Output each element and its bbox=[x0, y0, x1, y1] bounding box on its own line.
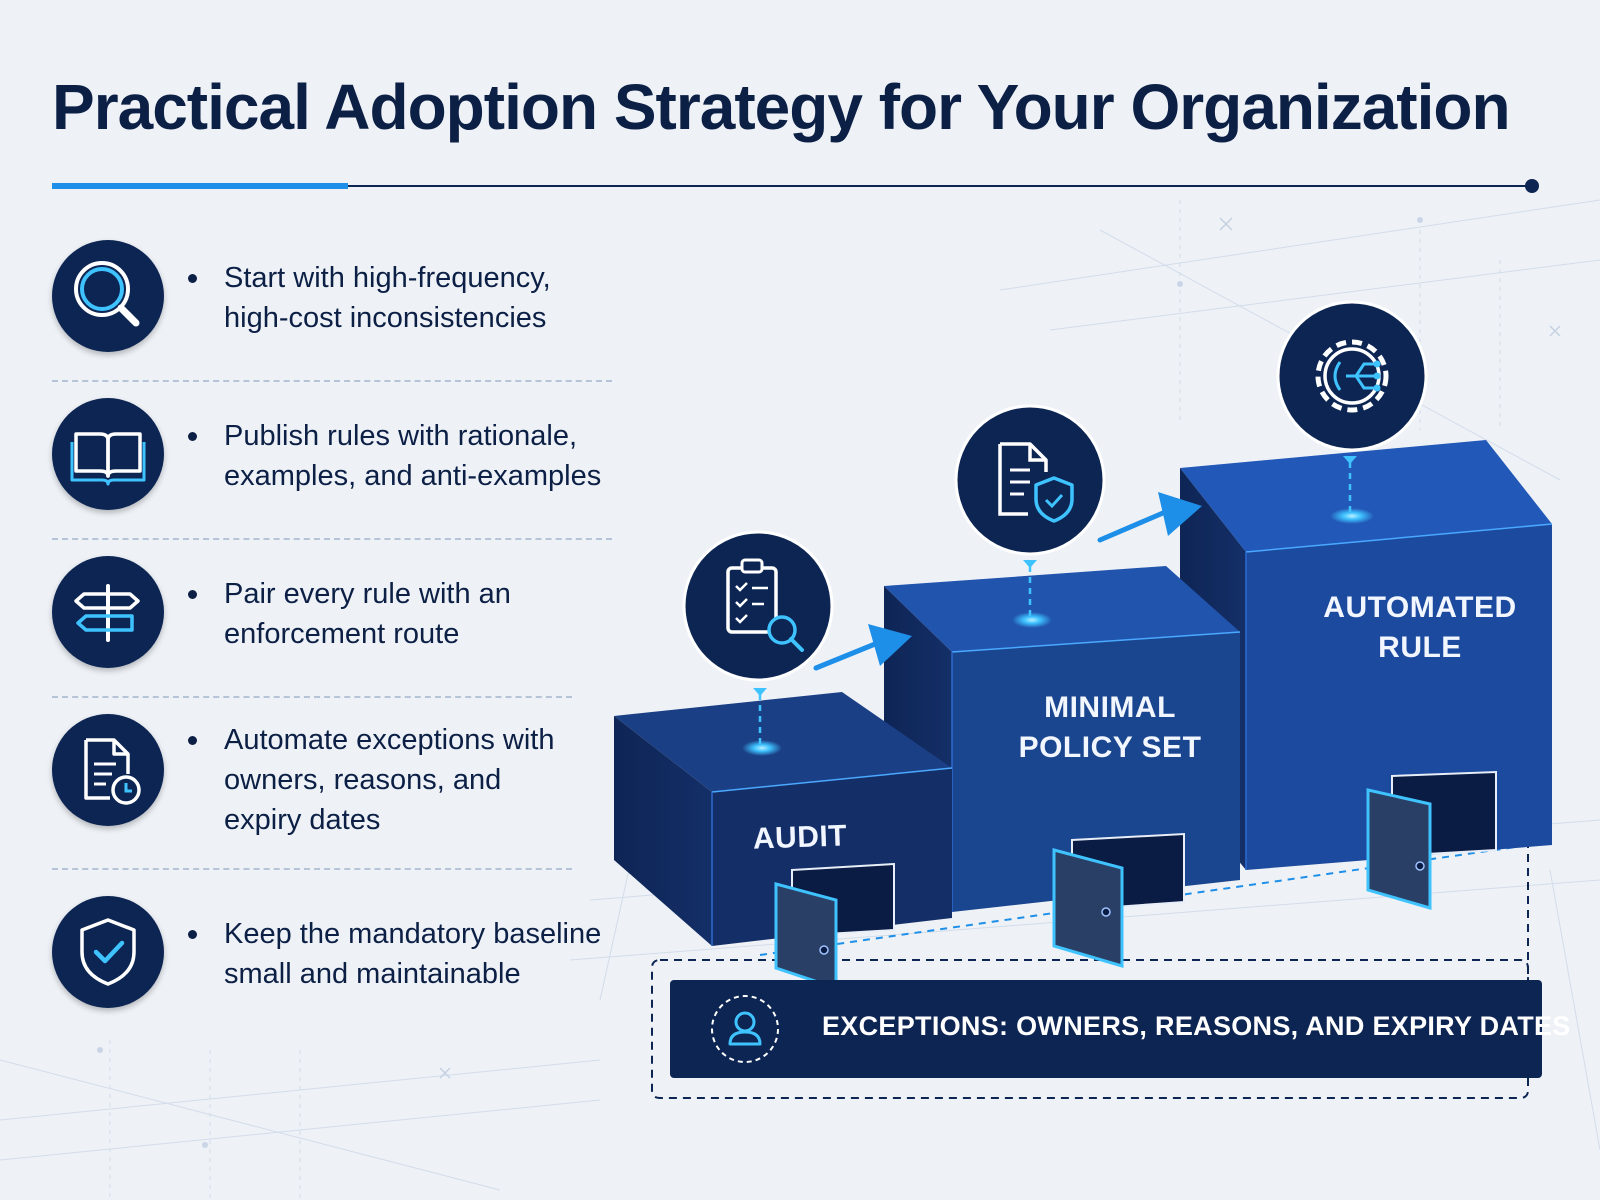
strategy-text: Start with high-frequency, high-cost inc… bbox=[224, 258, 624, 338]
divider bbox=[52, 696, 572, 698]
exceptions-zone-outline bbox=[651, 840, 1529, 1099]
strategy-text-line: Publish rules with rationale, bbox=[224, 420, 578, 452]
bullet-dot bbox=[188, 274, 197, 283]
step-audit bbox=[614, 692, 953, 991]
strategy-text-line: Pair every rule with an bbox=[224, 578, 511, 610]
signpost-icon bbox=[52, 556, 164, 668]
clipboard-search-icon bbox=[682, 530, 834, 682]
user-icon bbox=[711, 995, 779, 1063]
gear-circuit-icon bbox=[1276, 300, 1428, 452]
divider bbox=[52, 868, 572, 870]
bullet-dot bbox=[188, 590, 197, 599]
arrow-icon bbox=[1097, 492, 1202, 543]
open-book-icon bbox=[52, 398, 164, 510]
divider bbox=[52, 538, 612, 540]
strategy-text: Pair every rule with an enforcement rout… bbox=[224, 574, 624, 654]
strategy-text-line: Start with high-frequency, bbox=[224, 262, 551, 294]
step-label-minimal-policy-set: MINIMAL POLICY SET bbox=[1000, 688, 1220, 768]
strategy-text-line: high-cost inconsistencies bbox=[224, 302, 547, 334]
strategy-text: Keep the mandatory baseline small and ma… bbox=[224, 914, 624, 994]
bullet-dot bbox=[188, 432, 197, 441]
strategy-text-line: owners, reasons, and bbox=[224, 764, 502, 796]
strategy-text-line: examples, and anti-examples bbox=[224, 460, 602, 492]
shield-check-icon bbox=[52, 896, 164, 1008]
divider bbox=[52, 380, 612, 382]
magnifier-icon bbox=[52, 240, 164, 352]
page-title: Practical Adoption Strategy for Your Org… bbox=[52, 71, 1511, 143]
bullet-dot bbox=[188, 736, 197, 745]
strategy-text-line: small and maintainable bbox=[224, 958, 521, 990]
step-label-audit: AUDIT bbox=[739, 816, 860, 860]
strategy-text: Automate exceptions with owners, reasons… bbox=[224, 720, 624, 840]
title-underline bbox=[52, 179, 1539, 193]
step-label-automated-rule: AUTOMATED RULE bbox=[1320, 588, 1520, 668]
step-label-line: RULE bbox=[1378, 631, 1462, 664]
bullet-dot bbox=[188, 930, 197, 939]
step-label-line: AUDIT bbox=[752, 819, 848, 856]
step-label-line: AUTOMATED bbox=[1323, 591, 1517, 624]
step-label-line: POLICY SET bbox=[1018, 731, 1202, 764]
document-shield-icon bbox=[954, 404, 1106, 556]
document-clock-icon bbox=[52, 714, 164, 826]
step-label-line: MINIMAL bbox=[1044, 691, 1176, 724]
exceptions-banner: EXCEPTIONS: OWNERS, REASONS, AND EXPIRY … bbox=[670, 980, 1570, 1078]
strategy-text-line: enforcement route bbox=[224, 618, 460, 650]
arrow-icon bbox=[813, 624, 912, 671]
strategy-text-line: Keep the mandatory baseline bbox=[224, 918, 602, 950]
strategy-text: Publish rules with rationale, examples, … bbox=[224, 416, 624, 496]
exceptions-label: EXCEPTIONS: OWNERS, REASONS, AND EXPIRY … bbox=[822, 1011, 1571, 1041]
strategy-text-line: expiry dates bbox=[224, 804, 381, 836]
strategy-text-line: Automate exceptions with bbox=[224, 724, 555, 756]
